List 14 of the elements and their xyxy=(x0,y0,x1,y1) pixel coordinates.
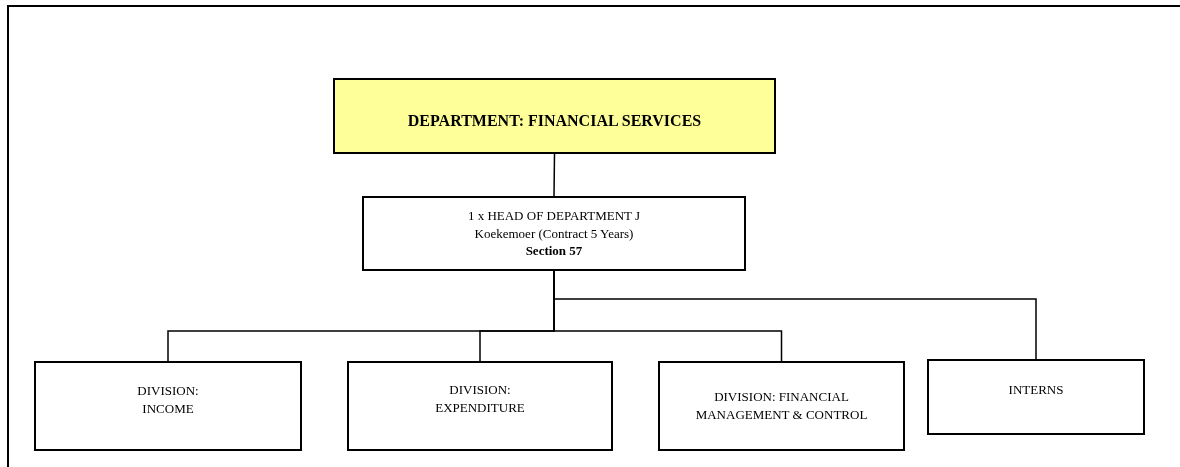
node-title: DIVISION: INCOME xyxy=(136,382,200,418)
node-title: DIVISION: EXPENDITURE xyxy=(434,381,526,417)
node-title: DEPARTMENT: FINANCIAL SERVICES xyxy=(407,111,702,132)
connector-line xyxy=(553,153,556,197)
node-subtitle: Section 57 xyxy=(525,242,583,260)
division-box xyxy=(347,361,613,451)
division-box xyxy=(658,361,905,451)
node-title: INTERNS xyxy=(1008,381,1064,399)
division-box xyxy=(34,361,302,451)
head-box xyxy=(362,196,746,271)
interns-box xyxy=(927,359,1145,435)
node-title: DIVISION: FINANCIAL MANAGEMENT & CONTROL xyxy=(694,388,869,424)
node-title: 1 x HEAD OF DEPARTMENT J Koekemoer (Contract 5 Years) xyxy=(466,207,642,243)
department-box xyxy=(333,78,776,154)
